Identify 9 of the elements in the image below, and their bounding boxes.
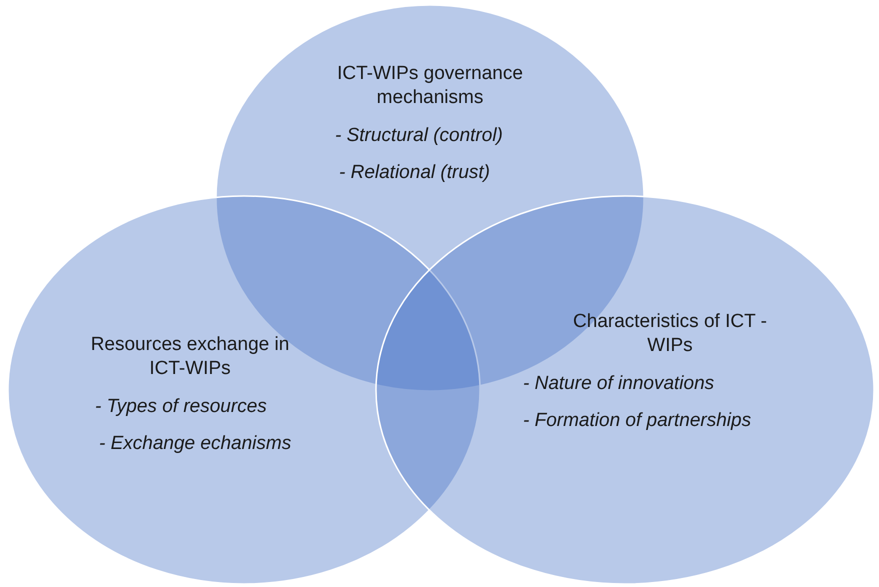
circle-heading: Characteristics of ICT - WIPs: [572, 310, 768, 358]
circle-heading: ICT-WIPs governance mechanisms: [336, 62, 524, 110]
list-item: - Exchange echanisms: [99, 432, 292, 456]
list-item: - Formation of partnerships: [523, 409, 752, 433]
list-item: - Structural (control): [335, 124, 504, 148]
list-item: - Relational (trust): [339, 161, 491, 185]
list-item: - Types of resources: [95, 394, 268, 418]
circle-heading: Resources exchange in ICT-WIPs: [90, 333, 290, 380]
list-item: - Nature of innovations: [523, 372, 716, 396]
